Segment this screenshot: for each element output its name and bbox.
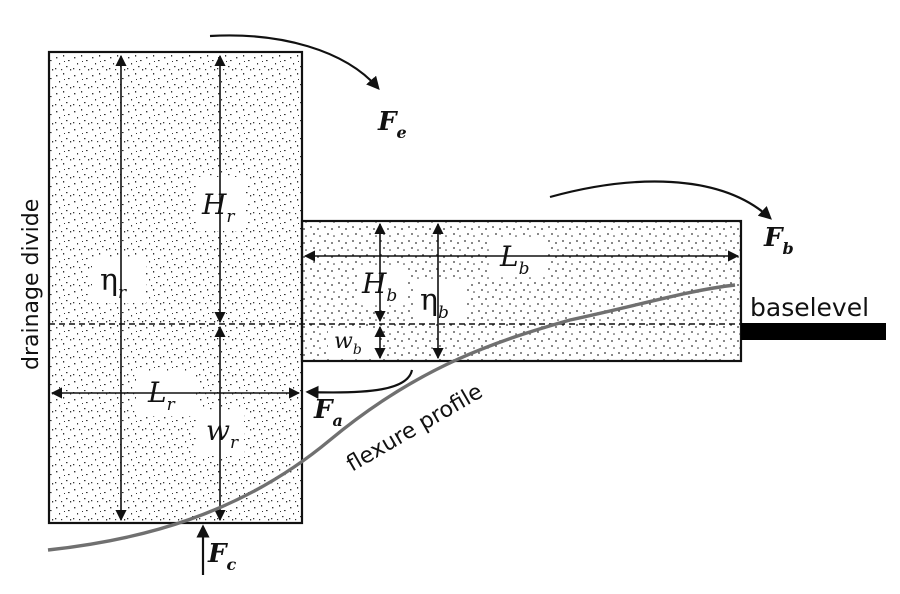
fe-arrow xyxy=(209,34,380,90)
fb-label: Fb xyxy=(763,223,794,258)
flexure-profile-curve xyxy=(47,283,736,552)
baselevel-bar xyxy=(741,323,886,340)
fa-arrow xyxy=(305,369,414,399)
eta-b-label: ηb xyxy=(420,283,449,323)
baselevel-label: baselevel xyxy=(750,293,869,322)
fc-label: Fc xyxy=(207,539,236,574)
flexure-profile-label: flexure profile xyxy=(343,379,488,477)
lb-label: Lb xyxy=(499,240,529,279)
wb-label: wb xyxy=(334,329,362,358)
wr-label: wr xyxy=(206,414,239,453)
hr-label: Hr xyxy=(201,188,235,227)
fb-arrow xyxy=(549,180,772,220)
drainage-divide-label: drainage divide xyxy=(19,199,44,370)
fe-label: Fe xyxy=(377,107,407,142)
fa-label: Fa xyxy=(313,395,343,430)
range-block xyxy=(47,50,304,525)
label-bg-wb xyxy=(328,328,378,358)
hb-label: Hb xyxy=(361,267,397,306)
lr-label: Lr xyxy=(147,376,176,415)
eta-r-label: ηr xyxy=(100,263,127,303)
